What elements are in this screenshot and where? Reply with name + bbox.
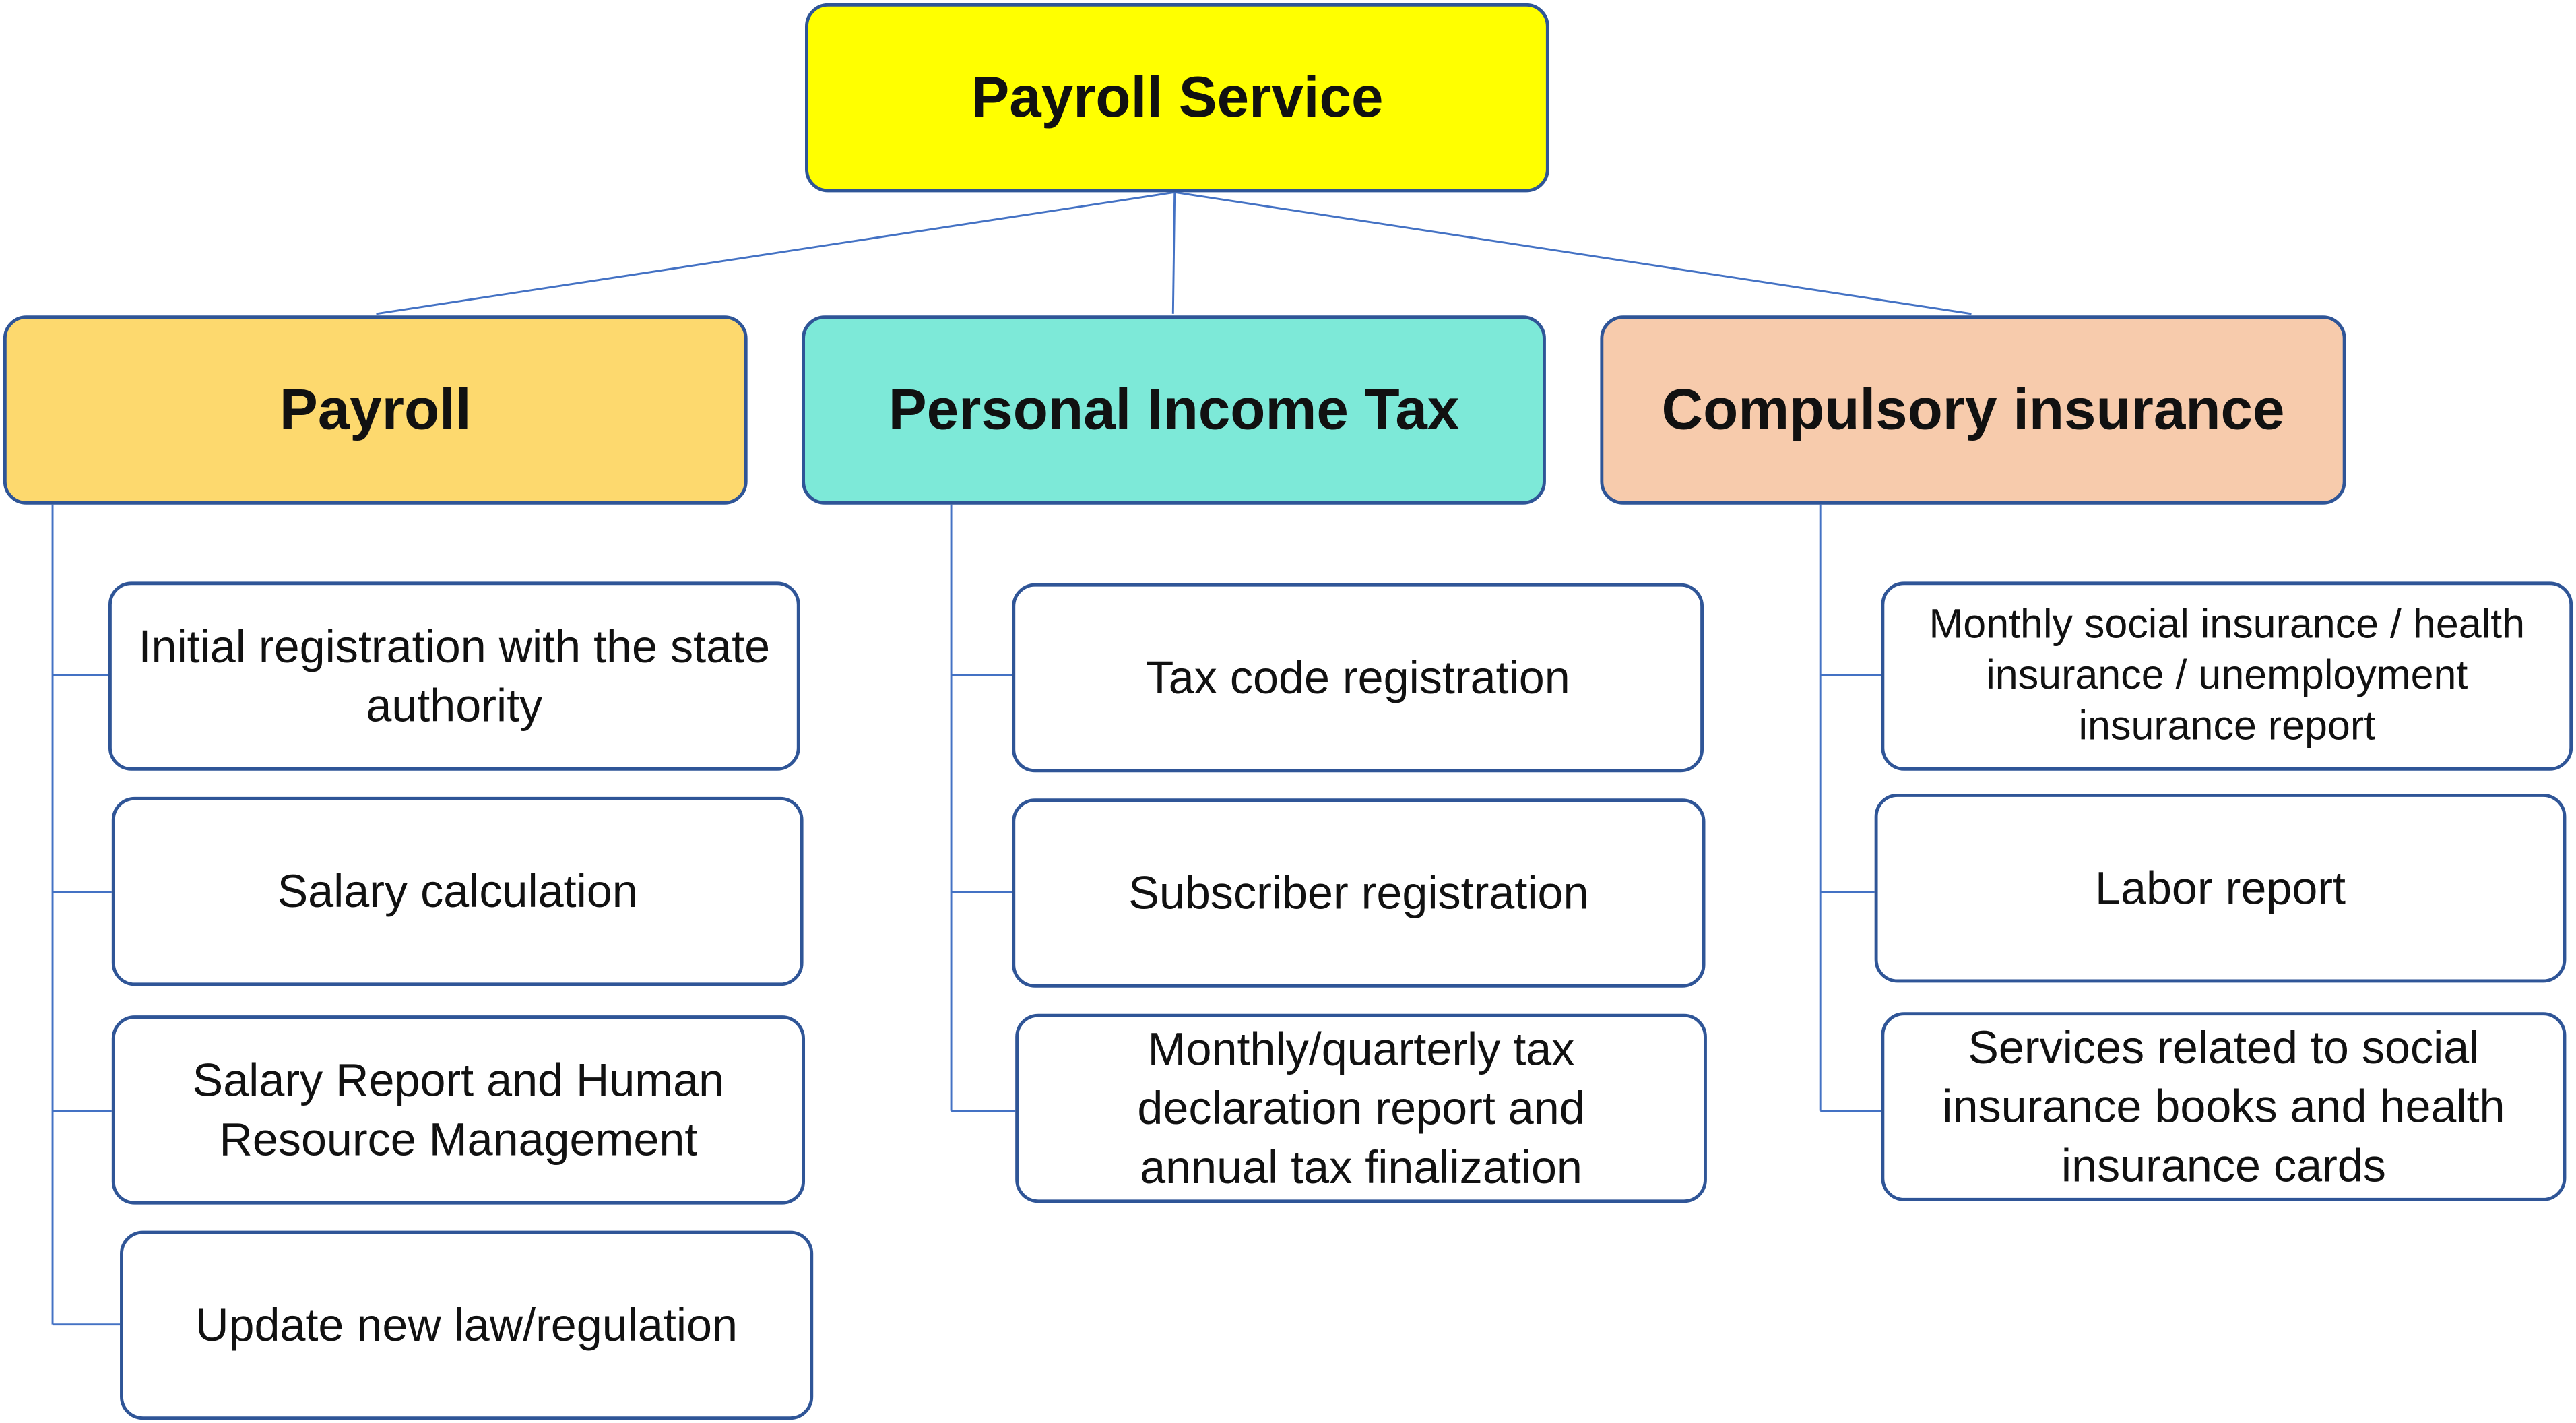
- payroll-item: Salary calculation: [111, 796, 804, 986]
- insurance-item: Services related to social insurance boo…: [1881, 1012, 2567, 1201]
- connector-insurance-children: [1819, 504, 1881, 1112]
- tax-item: Subscriber registration: [1012, 798, 1706, 988]
- connector-root-payroll: [376, 191, 1175, 315]
- category-compulsory-insurance: Compulsory insurance: [1600, 315, 2346, 505]
- payroll-item: Salary Report and Human Resource Managem…: [111, 1015, 806, 1205]
- connector-tax-children: [950, 504, 1016, 1112]
- category-personal-income-tax: Personal Income Tax: [802, 315, 1546, 505]
- connector-payroll-children: [51, 504, 121, 1326]
- category-payroll: Payroll: [3, 315, 748, 505]
- connector-root-insurance: [1174, 191, 1972, 315]
- payroll-item: Initial registration with the state auth…: [108, 581, 800, 771]
- connector-root-tax: [1171, 192, 1176, 314]
- payroll-item: Update new law/regulation: [120, 1230, 814, 1420]
- insurance-item: Labor report: [1874, 793, 2567, 983]
- root-node: Payroll Service: [805, 3, 1549, 193]
- insurance-item: Monthly social insurance / health insura…: [1881, 581, 2573, 771]
- tax-item: Monthly/quarterly tax declaration report…: [1015, 1013, 1707, 1203]
- tax-item: Tax code registration: [1012, 583, 1704, 773]
